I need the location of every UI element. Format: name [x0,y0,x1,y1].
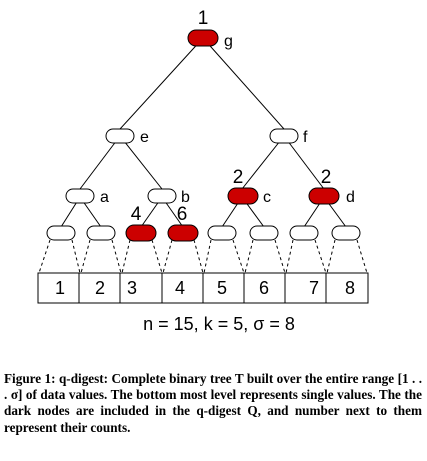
node-letter-label: f [303,129,308,146]
tree-node-root: 1 g [187,8,233,50]
value-cell-label: 8 [345,278,355,298]
value-cell-label: 3 [127,278,137,298]
parameters-label: n = 15, k = 5, σ = 8 [143,314,295,334]
tree-node-d: 2 d [308,167,355,206]
tree-node-b: b [147,188,190,206]
node-letter-label: c [263,189,271,206]
tree-node-level3: 4 6 [46,204,361,242]
value-cell-label: 6 [259,278,269,298]
node-letter-label: g [224,33,233,50]
tree-node-e: e [105,128,149,146]
value-cell-label: 7 [309,278,319,298]
node-letter-label: b [181,189,190,206]
figure-caption: Figure 1: q-digest: Complete binary tree… [4,371,422,436]
caption-text: Complete binary tree T built over the en… [4,371,423,435]
node-count-label: 4 [131,204,142,225]
value-boxes: 1 2 3 4 5 6 7 8 [37,272,369,304]
tree-node-f: f [269,128,308,146]
node-letter-label: e [140,129,149,146]
value-cell-label: 2 [95,278,105,298]
caption-lead: Figure 1: q-digest: [4,371,109,386]
node-letter-label: a [100,189,109,206]
node-count-label: 2 [233,167,244,188]
node-count-label: 2 [321,167,332,188]
value-cell-label: 1 [55,278,65,298]
leaf-dashed-edges [38,239,368,274]
node-count-label: 1 [198,8,209,29]
node-count-label: 6 [177,204,188,225]
node-letter-label: d [346,189,355,206]
value-cell-label: 5 [217,278,227,298]
value-cell-label: 4 [175,278,185,298]
tree-node-c: 2 c [227,167,271,206]
tree-node-a: a [65,188,109,206]
